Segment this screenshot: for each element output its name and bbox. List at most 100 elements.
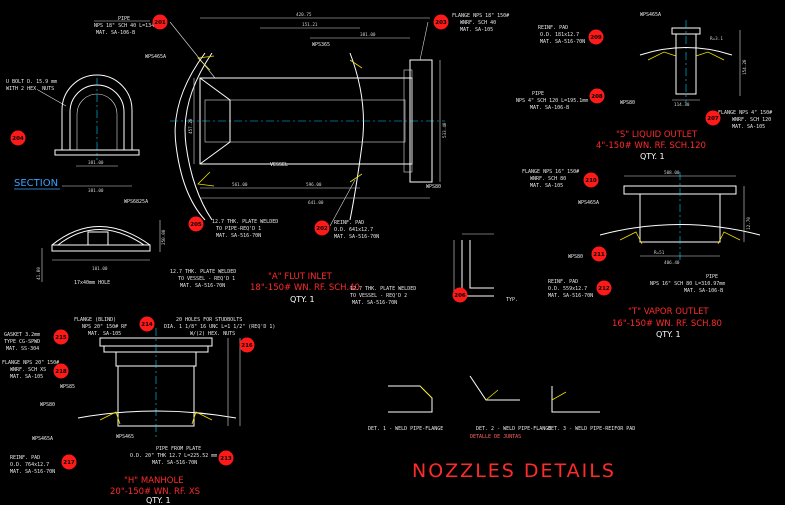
t-dim-3: 12.70 <box>746 217 752 230</box>
balloon-number: 208 <box>591 94 603 100</box>
h-qty: QTY. 1 <box>146 496 171 505</box>
dim-a-6: 457.20 <box>188 118 194 134</box>
balloon-circle <box>53 363 69 379</box>
balloon-circle <box>152 14 168 30</box>
a-weld-tag-1: WPS365 <box>312 42 330 48</box>
balloon-number: 205 <box>190 222 202 228</box>
typ-plate-note-1: 12.7 THK. PLATE WELDED <box>350 286 416 292</box>
t-qty: QTY. 1 <box>656 330 681 339</box>
balloon-circle <box>239 337 255 353</box>
balloon-217: 217 <box>61 454 77 470</box>
t-dim-1: 508.00 <box>664 170 680 176</box>
h-reinf-note-2: O.D. 764x12.7 <box>10 462 49 468</box>
view-typ-plate: 12.7 THK. PLATE WELDED TO VESSEL - REQ'D… <box>350 233 518 306</box>
balloon-circle <box>10 130 26 146</box>
t-pipe-note-2: NPS 16" SCH 80 L=310.97mm <box>650 281 725 287</box>
sec-dim-2: 381.00 <box>88 188 104 194</box>
a-flange-note-1: FLANGE NPS 18" 150# <box>452 13 509 19</box>
a-reinf-note-2: O.D. 641x12.7 <box>334 227 373 233</box>
a-plate-note-3: MAT. SA-516-70N <box>216 233 261 239</box>
typ-plate-note-2: TO VESSEL - REQ'D 2 <box>350 293 407 299</box>
balloon-number: 218 <box>55 369 67 375</box>
balloon-number: 211 <box>593 252 605 258</box>
t-reinf-note-3: MAT. SA-516-70N <box>548 293 593 299</box>
t-flange-note-2: WNRF. SCH 80 <box>530 176 566 182</box>
balloon-circle <box>218 450 234 466</box>
balloon-circle <box>583 172 599 188</box>
det1-label: DET. 1 - WELD PIPE-FLANGE <box>368 426 443 432</box>
a-plate-note-1: 12.7 THK. PLATE WELDED <box>212 219 278 225</box>
h-flange-note-2: WNRF. SCH XS <box>10 367 46 373</box>
balloon-number: 217 <box>63 460 75 466</box>
hole-note: 17x40mm HOLE <box>74 280 110 286</box>
balloon-number: 214 <box>141 322 153 328</box>
t-caption: "T" VAPOR OUTLET <box>628 307 709 317</box>
dim-a-2: 381.00 <box>360 32 376 38</box>
details-subtitle: DETALLE DE JUNTAS <box>470 434 521 440</box>
balloon-number: 216 <box>241 343 253 349</box>
a-pipe-note-2: NPS 18" SCH 40 L=134mm <box>94 23 160 29</box>
balloon-number: 215 <box>55 335 67 341</box>
a-spec: 18"-150# WN. RF. SCH.40 <box>250 283 360 293</box>
balloon-number: 212 <box>598 286 610 292</box>
h-holes-note-2: DIA. 1 1/8" 16 UNC L=1 1/2" (REQ'D 1) <box>164 324 275 330</box>
balloon-201: 201 <box>152 14 168 30</box>
a-vessel-label: VESSEL <box>270 162 288 168</box>
t-reinf-note-1: REINF. PAD <box>548 279 578 285</box>
t-spec: 16"-150# WN. RF. SCH.80 <box>612 319 722 329</box>
balloon-circle <box>588 29 604 45</box>
typ-plate-note-3: MAT. SA-516-70N <box>352 300 397 306</box>
h-blind-note-3: MAT. SA-105 <box>88 331 121 337</box>
a-pipe-note-1: PIPE <box>118 16 130 22</box>
balloon-209: 209 <box>588 29 604 45</box>
ubolt-note-2: WITH 2 HEX. NUTS <box>6 86 54 92</box>
balloon-number: 204 <box>12 136 24 142</box>
h-flange-note-1: FLANGE NPS 20" 150# <box>2 360 59 366</box>
t-weld-tag-2: WPS80 <box>568 254 583 260</box>
balloon-205: 205 <box>188 216 204 232</box>
dim-a-3: 561.00 <box>232 182 248 188</box>
balloon-circle <box>433 14 449 30</box>
sec-dim-3: 101.00 <box>92 266 108 272</box>
h-plate-note-3: MAT. SA-516-70N <box>152 460 197 466</box>
s-flange-note-2: WNRF. SCH 120 <box>732 117 771 123</box>
section-label: SECTION <box>14 178 58 189</box>
a-reinf-note-1: REINF. PAD <box>334 220 364 226</box>
h-spec: 20"-150# WN. RF. XS <box>110 487 200 497</box>
det2-label: DET. 2 - WELD PIPE-FLANGE <box>476 426 551 432</box>
balloon-number: 209 <box>590 35 602 41</box>
a-plate-note-2: TO PIPE-REQ'D 1 <box>216 226 261 232</box>
balloon-204: 204 <box>10 130 26 146</box>
s-dim-r: R=3.1 <box>710 36 723 42</box>
sec-plate-note-1: 12.7 THK. PLATE WELDED <box>170 269 236 275</box>
s-reinf-note-2: O.D. 181x12.7 <box>540 32 579 38</box>
balloon-203: 203 <box>433 14 449 30</box>
t-pipe-note-3: MAT. SA-106-B <box>684 288 723 294</box>
h-caption: "H" MANHOLE <box>124 476 184 486</box>
t-pipe-note-1: PIPE <box>706 274 718 280</box>
dim-a-4: 596.00 <box>306 182 322 188</box>
dim-a-overall: 420.75 <box>296 12 312 18</box>
balloon-circle <box>61 454 77 470</box>
weld-details: DET. 1 - WELD PIPE-FLANGE DET. 2 - WELD … <box>368 375 635 440</box>
sec-dim-1: 381.00 <box>88 160 104 166</box>
a-weld-tag-4: WPS80 <box>426 184 441 190</box>
balloon-213: 213 <box>218 450 234 466</box>
balloon-207: 207 <box>705 110 721 126</box>
typ-label: TYP. <box>506 297 518 303</box>
balloon-211: 211 <box>591 246 607 262</box>
a-reinf-note-3: MAT. SA-516-70N <box>334 234 379 240</box>
h-weld-tag-4: WPS465 <box>116 434 134 440</box>
s-flange-note-1: FLANGE NPS 4" 150# <box>718 110 772 116</box>
balloon-number: 202 <box>316 226 328 232</box>
a-caption: "A" FLUT INLET <box>268 272 333 282</box>
h-plate-note-2: O.D. 20" THK 12.7 L=225.52 mm <box>130 453 217 459</box>
det3-label: DET. 3 - WELD PIPE-REIFOR PAD <box>548 426 635 432</box>
s-pipe-note-3: MAT. SA-106-B <box>530 105 569 111</box>
t-dim-r: R=51 <box>654 250 665 256</box>
balloon-208: 208 <box>589 88 605 104</box>
h-blind-note-1: FLANGE (BLIND) <box>74 317 116 323</box>
balloon-circle <box>705 110 721 126</box>
sec-dim-4: 250.00 <box>161 229 167 245</box>
